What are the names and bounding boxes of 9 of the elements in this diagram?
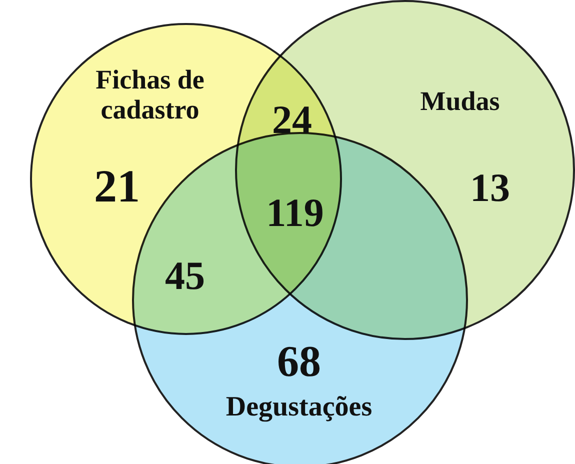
region-count: 21 <box>94 162 140 212</box>
overlap-count: 24 <box>272 98 312 142</box>
overlap-count: 45 <box>165 254 205 298</box>
overlap-count: 119 <box>266 191 324 235</box>
circle-heading: Fichas de cadastro <box>94 65 206 125</box>
region-count: 68 <box>277 338 321 386</box>
region-count: 13 <box>470 166 510 210</box>
circle-heading: Degustações <box>224 392 374 424</box>
circle-heading: Mudas <box>419 87 501 117</box>
